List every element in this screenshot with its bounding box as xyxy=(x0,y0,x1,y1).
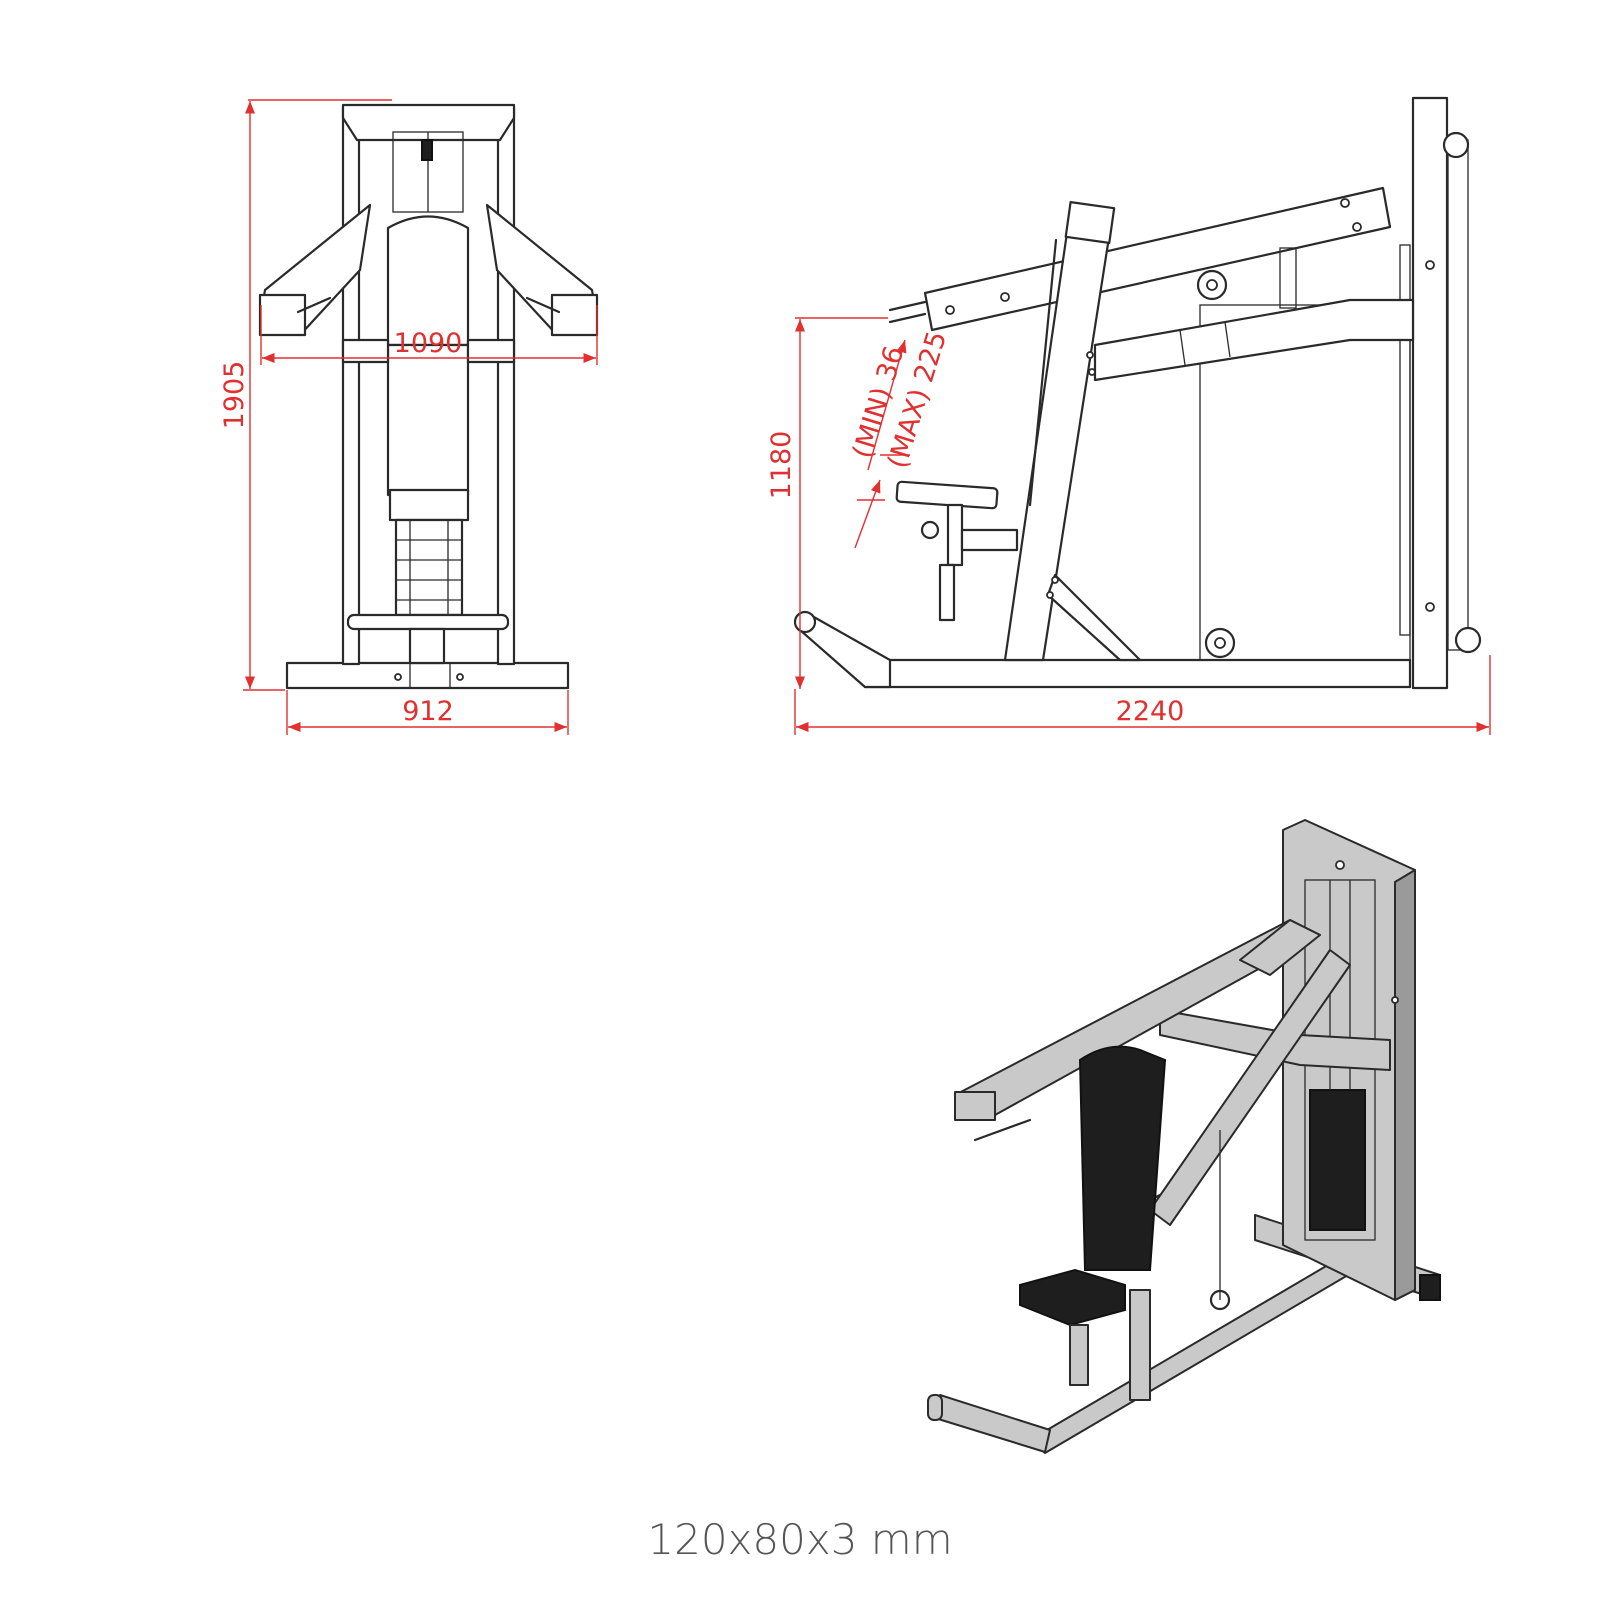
height-dimension-label: 1905 xyxy=(219,361,250,430)
front-view xyxy=(258,103,599,690)
profile-caption: 120x80x3 mm xyxy=(647,1515,953,1564)
isometric-render xyxy=(927,819,1441,1454)
side-view xyxy=(793,96,1482,690)
length-dimension-label: 2240 xyxy=(1116,696,1185,727)
arm-width-dimension-label: 1090 xyxy=(394,328,463,359)
seat-height-dimension-label: 1180 xyxy=(766,431,797,500)
base-width-dimension-label: 912 xyxy=(402,696,454,727)
front-dimensions: 1905 1090 912 xyxy=(219,99,598,735)
